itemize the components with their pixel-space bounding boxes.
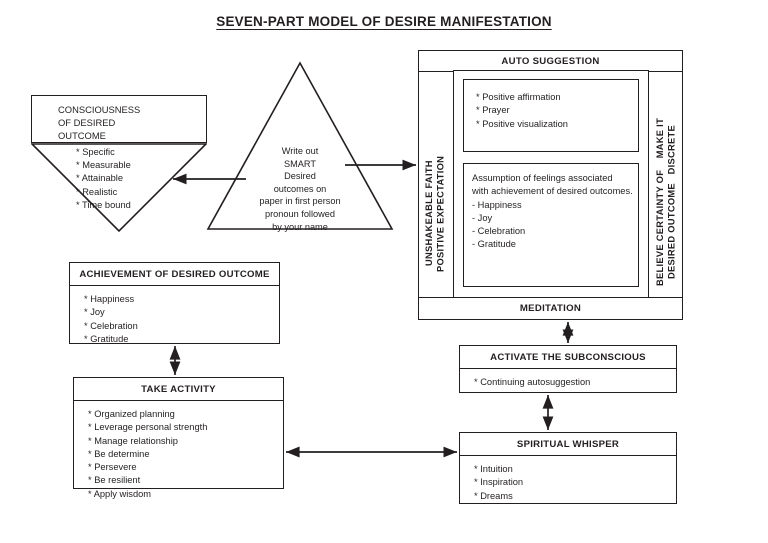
activate-subconscious-title: ACTIVATE THE SUBCONSCIOUS [460, 346, 676, 369]
text-line: Write out [281, 146, 319, 156]
write-out-triangle-shape [206, 61, 394, 230]
list-item: * Apply wisdom [88, 488, 152, 499]
assumption-intro-line1: Assumption of feelings associated [472, 173, 613, 183]
consciousness-heading-line1: CONSCIOUSNESS [58, 104, 141, 115]
text-line: Desired [284, 171, 316, 182]
list-item: * Leverage personal strength [88, 422, 208, 433]
affirmation-box: * Positive affirmation * Prayer * Positi… [463, 79, 639, 152]
assumption-intro-line2: with achievement of desired outcomes. [472, 186, 633, 197]
meditation-label: MEDITATION [419, 297, 682, 319]
list-item: * Happiness [84, 294, 135, 304]
list-item: * Attainable [76, 173, 124, 184]
consciousness-item-list: * Specific * Measurable * Attainable * R… [76, 146, 131, 212]
list-item: * Specific [76, 147, 115, 157]
list-item: * Be determine [88, 448, 150, 459]
take-activity-item-list: * Organized planning * Leverage personal… [74, 401, 283, 505]
list-item: - Gratitude [472, 239, 516, 250]
list-item: * Continuing autosuggestion [474, 377, 591, 387]
unshakeable-faith-label: UNSHAKEABLE FAITH POSITIVE EXPECTATION [424, 155, 446, 272]
consciousness-triangle-shape [31, 143, 207, 232]
list-item: * Inspiration [474, 477, 524, 488]
text-line: SMART [284, 158, 316, 169]
list-item: - Joy [472, 212, 493, 223]
take-activity-box: TAKE ACTIVITY * Organized planning * Lev… [73, 377, 284, 499]
list-item: * Time bound [76, 199, 131, 210]
list-item: * Celebration [84, 320, 138, 331]
believe-certainty-label: BELIEVE CERTAINTY OF MAKE IT DESIRED OUT… [655, 117, 677, 287]
list-item: * Persevere [88, 462, 137, 473]
list-item: * Manage relationship [88, 435, 178, 446]
list-item: * Realistic [76, 186, 118, 197]
consciousness-heading-line2: OF DESIRED [58, 117, 116, 128]
list-item: * Prayer [476, 105, 510, 116]
achievement-item-list: * Happiness * Joy * Celebration * Gratit… [70, 286, 279, 350]
spiritual-whisper-box: SPIRITUAL WHISPER * Intuition * Inspirat… [459, 432, 677, 504]
list-item: - Happiness [472, 199, 522, 210]
list-item: * Positive visualization [476, 118, 568, 129]
list-item: * Gratitude [84, 333, 129, 344]
text-line: paper in first person [259, 196, 341, 207]
list-item: * Dreams [474, 490, 513, 501]
activate-subconscious-box: ACTIVATE THE SUBCONSCIOUS * Continuing a… [459, 345, 677, 393]
achievement-title: ACHIEVEMENT OF DESIRED OUTCOME [70, 263, 279, 286]
text-line: pronoun followed [265, 208, 335, 219]
text-line: outcomes on [273, 183, 327, 194]
consciousness-heading-line3: OUTCOME [58, 130, 106, 141]
page-title: SEVEN-PART MODEL OF DESIRE MANIFESTATION [216, 14, 552, 29]
list-item: - Celebration [472, 226, 526, 237]
auto-suggestion-title: AUTO SUGGESTION [419, 51, 682, 72]
activate-subconscious-item-list: * Continuing autosuggestion [460, 369, 676, 393]
list-item: * Be resilient [88, 475, 141, 486]
text-line: by your name [272, 221, 328, 232]
assumption-box: Assumption of feelings associated with a… [463, 163, 639, 287]
spiritual-whisper-title: SPIRITUAL WHISPER [460, 433, 676, 456]
list-item: * Joy [84, 307, 105, 318]
consciousness-heading-box: CONSCIOUSNESS OF DESIRED OUTCOME [31, 95, 207, 143]
achievement-box: ACHIEVEMENT OF DESIRED OUTCOME * Happine… [69, 262, 280, 344]
list-item: * Intuition [474, 464, 513, 474]
take-activity-title: TAKE ACTIVITY [74, 378, 283, 401]
write-out-text: Write out SMART Desired outcomes on pape… [206, 145, 394, 233]
list-item: * Measurable [76, 160, 131, 171]
list-item: * Positive affirmation [476, 92, 561, 102]
list-item: * Organized planning [88, 409, 175, 419]
spiritual-whisper-item-list: * Intuition * Inspiration * Dreams [460, 456, 676, 507]
